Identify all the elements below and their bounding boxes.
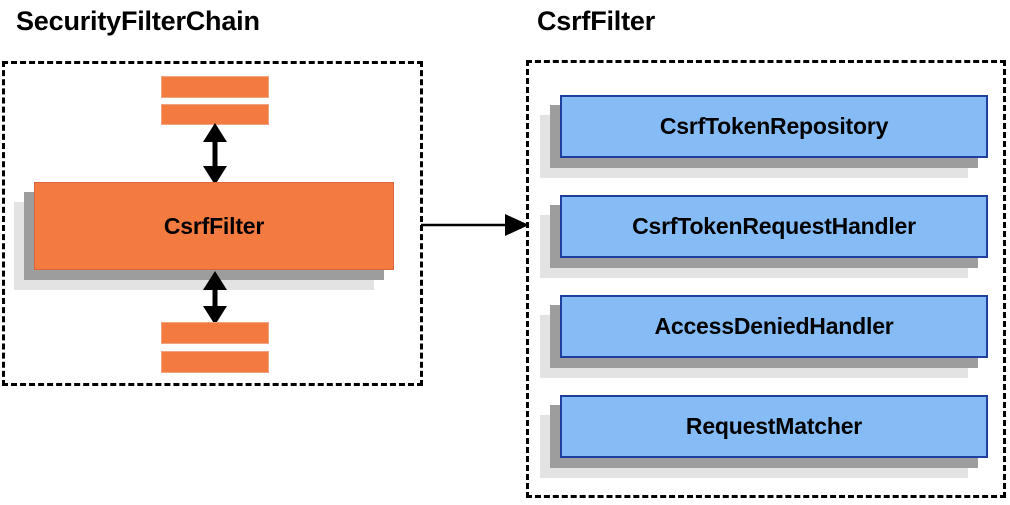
- node-request-matcher[interactable]: RequestMatcher: [540, 395, 988, 478]
- card-face: AccessDeniedHandler: [560, 295, 988, 358]
- node-label: AccessDeniedHandler: [654, 313, 894, 339]
- node-label: RequestMatcher: [685, 413, 863, 439]
- node-csrf-token-repository[interactable]: CsrfTokenRepository: [540, 95, 988, 178]
- panel-title-csrf-filter: CsrfFilter: [537, 6, 656, 36]
- panel-title-security-filter-chain: SecurityFilterChain: [16, 6, 260, 36]
- node-label: CsrfTokenRequestHandler: [632, 213, 916, 239]
- card-face: CsrfTokenRequestHandler: [560, 195, 988, 258]
- chain-link-below-arrow: [203, 271, 227, 325]
- chain-link-above-arrow: [203, 123, 227, 185]
- node-label: CsrfFilter: [163, 212, 265, 239]
- card-face: CsrfFilter: [34, 182, 394, 270]
- security-filter-chain-container: [2, 61, 423, 386]
- expand-arrow: [421, 214, 529, 236]
- node-csrf-token-request-handler[interactable]: CsrfTokenRequestHandler: [540, 195, 988, 278]
- filter-slot-bottom-1[interactable]: [161, 322, 269, 344]
- card-face: RequestMatcher: [560, 395, 988, 458]
- filter-slot-bottom-2[interactable]: [161, 351, 269, 373]
- csrf-filter-container: [526, 60, 1006, 498]
- card-face: CsrfTokenRepository: [560, 95, 988, 158]
- node-label: CsrfTokenRepository: [659, 113, 889, 139]
- node-csrf-filter[interactable]: CsrfFilter: [14, 182, 394, 290]
- node-access-denied-handler[interactable]: AccessDeniedHandler: [540, 295, 988, 378]
- filter-slot-top-1[interactable]: [161, 76, 269, 98]
